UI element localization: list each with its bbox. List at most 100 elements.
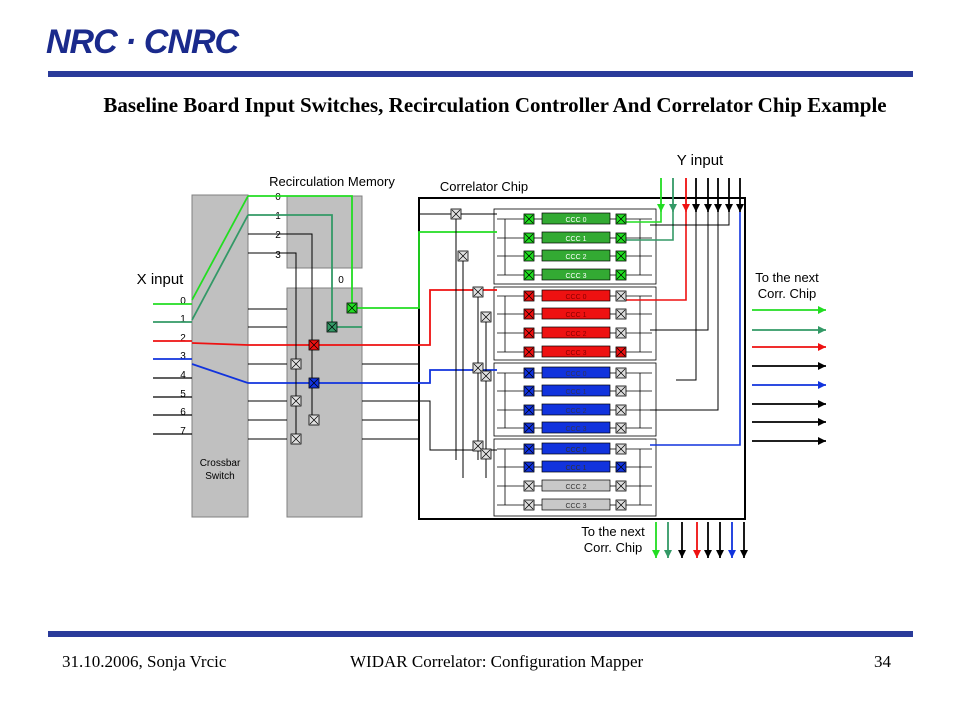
ccc-g2-r3-switch-left-diag-b (524, 423, 534, 433)
ccc-g3-r1-block (541, 460, 611, 473)
y-input-arrow-2-head (682, 204, 690, 212)
route-blue (248, 369, 497, 384)
mem-switch-420 (308, 414, 320, 426)
ccc-g0-r3-switch-right (615, 269, 627, 281)
chip-switch-478-c-diag-b (473, 441, 483, 451)
y-route-6 (650, 212, 730, 226)
ccc-g1-r0-switch-right (615, 290, 627, 302)
chip-switch-486-b (480, 370, 492, 382)
mem-switch-teal-diag-b (327, 322, 337, 332)
ccc-g1-r1-block (541, 307, 611, 320)
crossbar-wire-red (191, 342, 249, 346)
ccc-g2-r3-switch-right-diag-b (616, 423, 626, 433)
ccc-g3-r3-label: CCC 3 (565, 503, 586, 510)
next-bottom-arrow-4 (704, 522, 712, 558)
next-chip-bottom-2: Corr. Chip (584, 540, 643, 555)
ccc-g3-r1-label: CCC 1 (565, 465, 586, 472)
ccc-g1-r1-switch-right (615, 308, 627, 320)
ccc-group-2 (493, 286, 657, 361)
ccc-g1-r0-switch-right-diag-b (616, 291, 626, 301)
ccc-g1-r2-switch-left-diag-b (524, 328, 534, 338)
y-input-arrow-6-head (725, 204, 733, 212)
mem-switch-green-diag-b (347, 303, 357, 313)
chip-switch-478-b-diag-b (473, 363, 483, 373)
chip-switch-463-a-diag-b (458, 251, 468, 261)
ccc-g2-r3-block (541, 421, 611, 434)
mem-switch-439-diag-b (291, 434, 301, 444)
ccc-g0-r2-switch-right-diag-b (616, 251, 626, 261)
next-bottom-arrow-1 (664, 522, 672, 558)
ccc-g1-r1-label: CCC 1 (565, 312, 586, 319)
mem-switch-420-diag-b (309, 415, 319, 425)
ccc-g2-r1-label: CCC 1 (565, 389, 586, 396)
next-right-arrow-5 (752, 400, 826, 408)
ccc-g0-r2-switch-left (523, 250, 535, 262)
ccc-g2-r0-label: CCC 0 (565, 371, 586, 378)
ccc-g1-r3-switch-right-diag-b (616, 347, 626, 357)
mem-label-0: 0 (275, 192, 281, 203)
ccc-g2-r0-switch-left-diag-b (524, 368, 534, 378)
ccc-group-3 (493, 362, 657, 437)
ccc-group-4 (493, 438, 657, 517)
ccc-g3-r0-label: CCC 0 (565, 447, 586, 454)
y-route-teal (626, 212, 674, 241)
next-right-arrow-5-head (818, 400, 826, 408)
next-right-arrow-6-head (818, 418, 826, 426)
ccc-g0-r1-switch-right (615, 232, 627, 244)
crossbar-wire-green (191, 195, 249, 301)
y-input-arrow-4 (704, 178, 712, 212)
ccc-layer: CCC 0 CCC 1 CCC 2 CCC 3 CCC 0 CCC 1 CCC 2 CCC 3… (497, 212, 652, 511)
y-route-4 (650, 212, 709, 331)
mem-switch-364-diag-b (291, 359, 301, 369)
ccc-g2-r2-switch-left (523, 404, 535, 416)
route-red (248, 289, 497, 346)
mem-switch-green (346, 302, 358, 314)
ccc-g1-r2-switch-left (523, 327, 535, 339)
ccc-g1-r2-block (541, 326, 611, 339)
ccc-g2-r3-label: CCC 3 (565, 426, 586, 433)
ccc-g2-r0-switch-left (523, 367, 535, 379)
ccc-g3-r3-switch-left (523, 499, 535, 511)
y-input-arrow-2 (682, 178, 690, 212)
ccc-g1-r2-switch-right (615, 327, 627, 339)
next-bottom-arrow-0 (652, 522, 660, 558)
wires-layer (153, 195, 741, 478)
ccc-g0-r2-label: CCC 2 (565, 254, 586, 261)
x-label-4: 4 (180, 370, 186, 381)
next-bottom-arrow-3 (693, 522, 701, 558)
route-teal-mem (248, 214, 333, 327)
next-bottom-arrow-4-head (704, 550, 712, 558)
mem-label-2: 2 (275, 230, 281, 241)
next-bottom-arrow-2-head (678, 550, 686, 558)
footer-rule (48, 631, 913, 637)
next-right-arrow-1 (752, 326, 826, 334)
ccc-g3-r0-switch-left-diag-b (524, 444, 534, 454)
ccc-g0-r3-block (541, 268, 611, 281)
y-input-arrow-1 (669, 178, 677, 212)
crossbar-label-1: Crossbar (200, 458, 241, 469)
x-label-2: 2 (180, 333, 186, 344)
ccc-g3-r1-switch-right (615, 461, 627, 473)
y-route-red (626, 212, 687, 301)
ccc-g2-r2-block (541, 403, 611, 416)
next-bottom-arrow-7 (740, 522, 748, 558)
nrc-cnrc-logo: NRC · CNRC (46, 23, 239, 61)
ccc-g3-r2-switch-right-diag-b (616, 481, 626, 491)
ccc-g3-r3-switch-right (615, 499, 627, 511)
ccc-g1-r0-switch-left (523, 290, 535, 302)
footer-page-number: 34 (874, 652, 891, 671)
ccc-g3-r2-switch-left-diag-b (524, 481, 534, 491)
y-route-5 (650, 212, 719, 411)
switch-layer (290, 208, 627, 511)
ccc-g0-r1-label: CCC 1 (565, 236, 586, 243)
ccc-g2-r2-label: CCC 2 (565, 408, 586, 415)
y-input-arrow-4-head (704, 204, 712, 212)
route-green-to-ccc (352, 231, 497, 309)
y-route-blue (650, 212, 741, 446)
next-bottom-arrow-6 (728, 522, 736, 558)
x-label-7: 7 (180, 426, 186, 437)
ccc-g3-r1-switch-left-diag-b (524, 462, 534, 472)
mem-switch-439 (290, 433, 302, 445)
ccc-g2-r3-switch-right (615, 422, 627, 434)
mem-switch-401 (290, 395, 302, 407)
